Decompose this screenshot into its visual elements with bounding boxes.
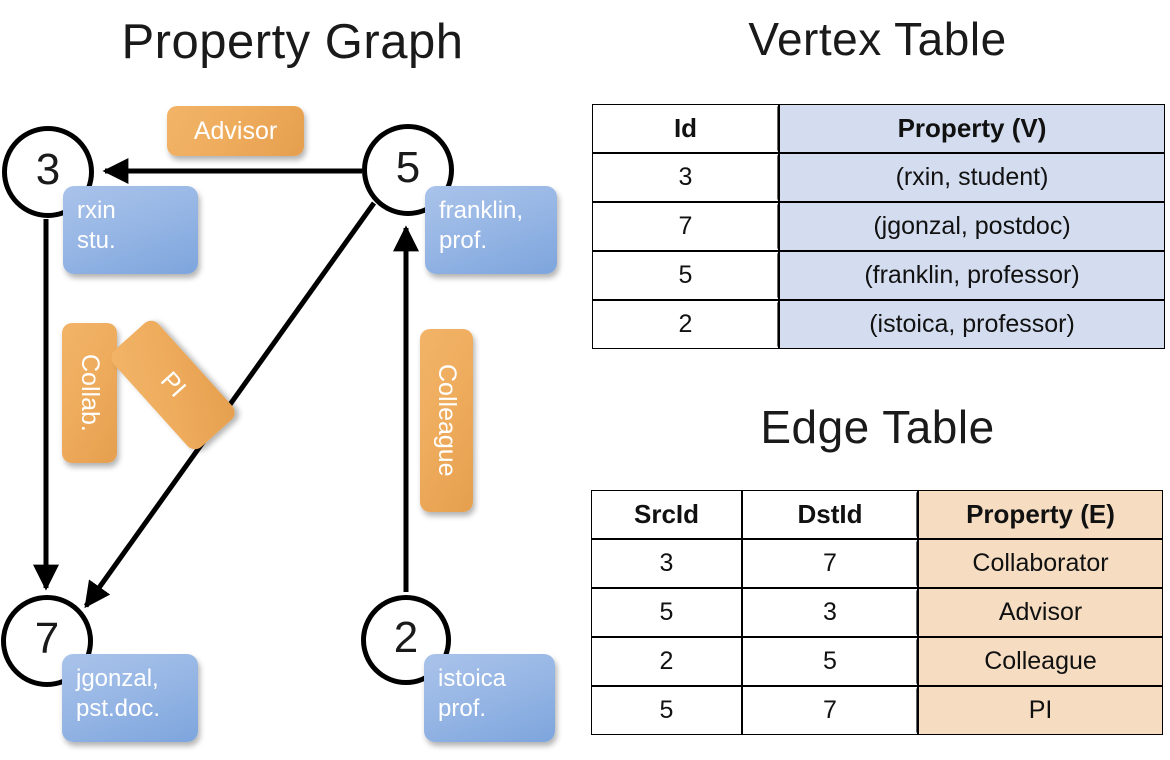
graph-node-2-label: 2 bbox=[393, 613, 419, 662]
vertex-row-2-property: (franklin, professor) bbox=[779, 251, 1165, 300]
table-row: 5 7 PI bbox=[591, 686, 1163, 735]
edge-row-0-dst: 7 bbox=[742, 539, 918, 588]
edge-label-colleague: Colleague bbox=[420, 329, 473, 512]
edge-row-2-property: Colleague bbox=[918, 637, 1163, 686]
node-2-property-line1: istoica bbox=[438, 665, 507, 692]
node-3-property-line1: rxin bbox=[77, 197, 116, 224]
vertex-row-1-id: 7 bbox=[592, 202, 779, 251]
vertex-table-header-row: Id Property (V) bbox=[592, 104, 1165, 153]
edge-row-3-property: PI bbox=[918, 686, 1163, 735]
vertex-table-header-property: Property (V) bbox=[779, 104, 1165, 153]
vertex-row-1-property: (jgonzal, postdoc) bbox=[779, 202, 1165, 251]
vertex-table-header-id: Id bbox=[592, 104, 779, 153]
edge-label-colleague-text: Colleague bbox=[433, 364, 461, 477]
edge-table-header-dstid: DstId bbox=[742, 490, 918, 539]
table-row: 5 (franklin, professor) bbox=[592, 251, 1165, 300]
edge-row-0-src: 3 bbox=[591, 539, 742, 588]
graph-node-5[interactable]: 5 bbox=[362, 124, 454, 216]
edge-label-advisor-text: Advisor bbox=[193, 116, 278, 145]
vertex-row-0-id: 3 bbox=[592, 153, 779, 202]
table-row: 2 5 Colleague bbox=[591, 637, 1163, 686]
node-2-property-line2: prof. bbox=[438, 695, 487, 722]
edge-table: SrcId DstId Property (E) 3 7 Collaborato… bbox=[591, 490, 1163, 735]
node-7-property-box: jgonzal, pst.doc. bbox=[62, 654, 198, 742]
table-row: 7 (jgonzal, postdoc) bbox=[592, 202, 1165, 251]
edge-label-pi-text: PI bbox=[155, 366, 192, 403]
node-7-property-line2: pst.doc. bbox=[76, 695, 161, 722]
node-3-property-box: rxin stu. bbox=[63, 186, 198, 274]
table-row: 5 3 Advisor bbox=[591, 588, 1163, 637]
page-title-edge-table: Edge Table bbox=[760, 401, 995, 453]
edge-row-2-dst: 5 bbox=[742, 637, 918, 686]
edge-label-collab: Collab. bbox=[62, 323, 117, 463]
table-row: 3 (rxin, student) bbox=[592, 153, 1165, 202]
vertex-row-3-id: 2 bbox=[592, 300, 779, 349]
edge-table-header-row: SrcId DstId Property (E) bbox=[591, 490, 1163, 539]
page-title-vertex-table: Vertex Table bbox=[748, 13, 1007, 65]
edge-row-3-dst: 7 bbox=[742, 686, 918, 735]
graph-node-2[interactable]: 2 bbox=[361, 595, 451, 685]
graph-node-5-label: 5 bbox=[395, 143, 421, 192]
node-5-property-box: franklin, prof. bbox=[425, 186, 557, 274]
edge-row-3-src: 5 bbox=[591, 686, 742, 735]
graph-node-7-label: 7 bbox=[34, 614, 60, 663]
vertex-row-2-id: 5 bbox=[592, 251, 779, 300]
edge-row-0-property: Collaborator bbox=[918, 539, 1163, 588]
edge-row-2-src: 2 bbox=[591, 637, 742, 686]
vertex-row-0-property: (rxin, student) bbox=[779, 153, 1165, 202]
node-7-property-line1: jgonzal, bbox=[76, 665, 159, 692]
property-graph-diagram: 3 5 7 2 rxin stu. franklin, prof. jgonza… bbox=[1, 106, 557, 742]
node-3-property-line2: stu. bbox=[77, 227, 116, 254]
vertex-row-3-property: (istoica, professor) bbox=[779, 300, 1165, 349]
table-row: 3 7 Collaborator bbox=[591, 539, 1163, 588]
table-row: 2 (istoica, professor) bbox=[592, 300, 1165, 349]
node-5-property-line2: prof. bbox=[439, 227, 488, 254]
node-5-property-line1: franklin, bbox=[439, 197, 524, 224]
edge-row-1-dst: 3 bbox=[742, 588, 918, 637]
edge-row-1-src: 5 bbox=[591, 588, 742, 637]
graph-node-3-label: 3 bbox=[35, 145, 61, 194]
edge-table-header-srcid: SrcId bbox=[591, 490, 742, 539]
node-2-property-box: istoica prof. bbox=[424, 654, 555, 742]
page-title-property-graph: Property Graph bbox=[121, 15, 464, 69]
edge-row-1-property: Advisor bbox=[918, 588, 1163, 637]
edge-table-header-property: Property (E) bbox=[918, 490, 1163, 539]
edge-label-advisor: Advisor bbox=[167, 106, 304, 156]
vertex-table: Id Property (V) 3 (rxin, student) 7 (jgo… bbox=[592, 104, 1165, 349]
edge-label-collab-text: Collab. bbox=[76, 354, 104, 432]
